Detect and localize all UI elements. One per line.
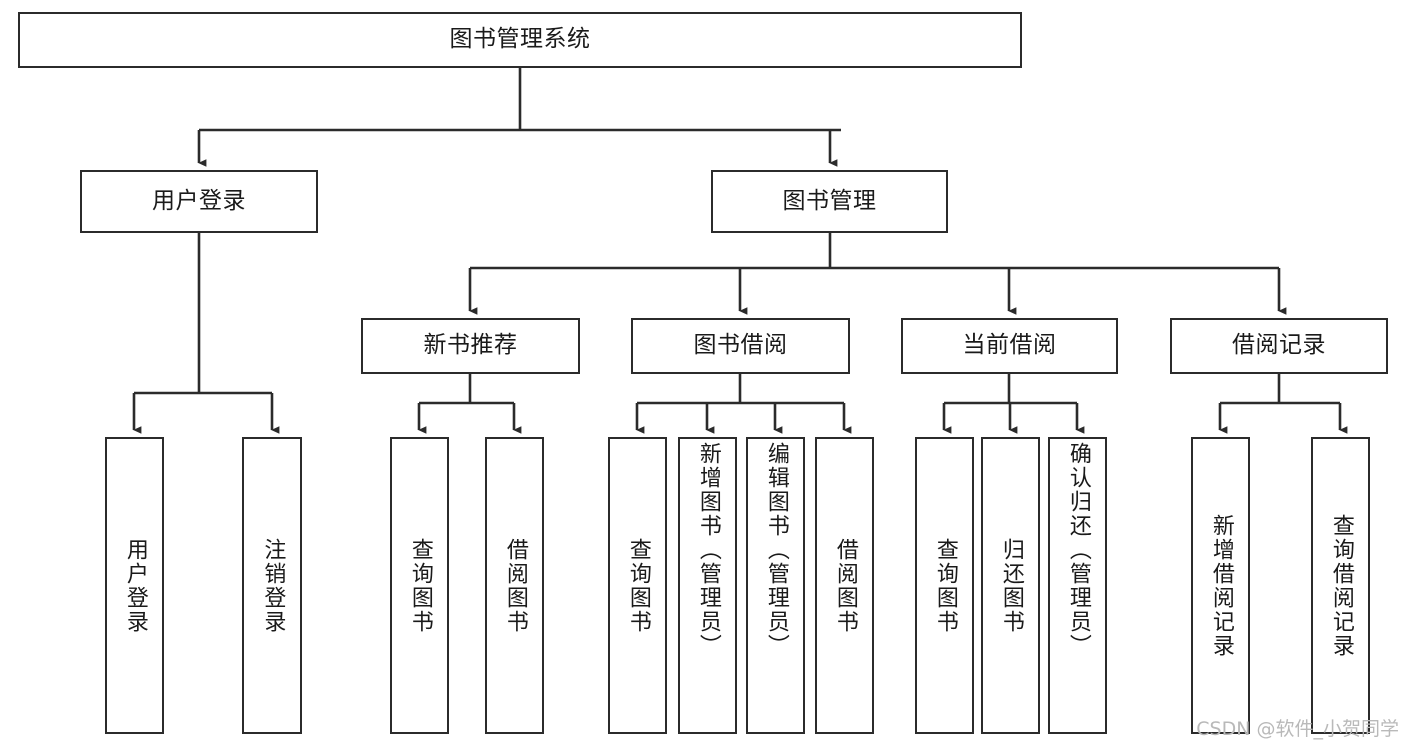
node-label: 借阅记录 bbox=[1232, 332, 1326, 359]
leaf-current-borrow-query[interactable]: 查询图书 bbox=[915, 437, 974, 734]
leaf-user-login-login[interactable]: 用户登录 bbox=[105, 437, 164, 734]
leaf-book-borrow-borrow[interactable]: 借阅图书 bbox=[815, 437, 874, 734]
node-label: 用户登录 bbox=[152, 187, 246, 214]
leaf-book-borrow-query[interactable]: 查询图书 bbox=[608, 437, 667, 734]
node-label: 当前借阅 bbox=[962, 332, 1057, 359]
leaf-new-book-borrow[interactable]: 借阅图书 bbox=[485, 437, 544, 734]
node-label: 注销登录 bbox=[260, 537, 286, 634]
leaf-current-borrow-return[interactable]: 归还图书 bbox=[981, 437, 1040, 734]
node-label: 查询借阅记录 bbox=[1328, 513, 1354, 658]
node-user-login[interactable]: 用户登录 bbox=[80, 170, 318, 233]
watermark-text: CSDN @软件_小贺同学 bbox=[1196, 718, 1399, 740]
node-label: 查询图书 bbox=[625, 537, 651, 634]
node-label: 确认归还（管理员） bbox=[1065, 442, 1091, 658]
node-label: 编辑图书（管理员） bbox=[763, 442, 789, 658]
node-label: 图书管理 bbox=[782, 187, 877, 214]
node-label: 新书推荐 bbox=[423, 332, 518, 359]
node-label: 新增借阅记录 bbox=[1208, 513, 1234, 658]
node-root-system[interactable]: 图书管理系统 bbox=[18, 12, 1022, 68]
node-label: 新增图书（管理员） bbox=[695, 442, 721, 658]
node-label: 查询图书 bbox=[407, 537, 433, 634]
node-label: 查询图书 bbox=[932, 537, 958, 634]
node-label: 归还图书 bbox=[998, 537, 1024, 634]
leaf-user-login-logout[interactable]: 注销登录 bbox=[242, 437, 302, 734]
node-book-management[interactable]: 图书管理 bbox=[711, 170, 948, 233]
leaf-borrow-record-query[interactable]: 查询借阅记录 bbox=[1311, 437, 1370, 734]
leaf-borrow-record-add[interactable]: 新增借阅记录 bbox=[1191, 437, 1250, 734]
leaf-current-borrow-confirm[interactable]: 确认归还（管理员） bbox=[1048, 437, 1107, 734]
node-label: 用户登录 bbox=[122, 537, 148, 634]
node-label: 借阅图书 bbox=[502, 537, 528, 634]
node-book-borrow[interactable]: 图书借阅 bbox=[631, 318, 850, 374]
node-new-book-recommend[interactable]: 新书推荐 bbox=[361, 318, 580, 374]
node-label: 图书借阅 bbox=[693, 332, 788, 359]
node-label: 借阅图书 bbox=[832, 537, 858, 634]
leaf-new-book-query[interactable]: 查询图书 bbox=[390, 437, 449, 734]
leaf-book-borrow-edit[interactable]: 编辑图书（管理员） bbox=[746, 437, 805, 734]
node-borrow-record[interactable]: 借阅记录 bbox=[1170, 318, 1388, 374]
leaf-book-borrow-add[interactable]: 新增图书（管理员） bbox=[678, 437, 737, 734]
node-label: 图书管理系统 bbox=[449, 26, 591, 53]
node-current-borrow[interactable]: 当前借阅 bbox=[901, 318, 1118, 374]
